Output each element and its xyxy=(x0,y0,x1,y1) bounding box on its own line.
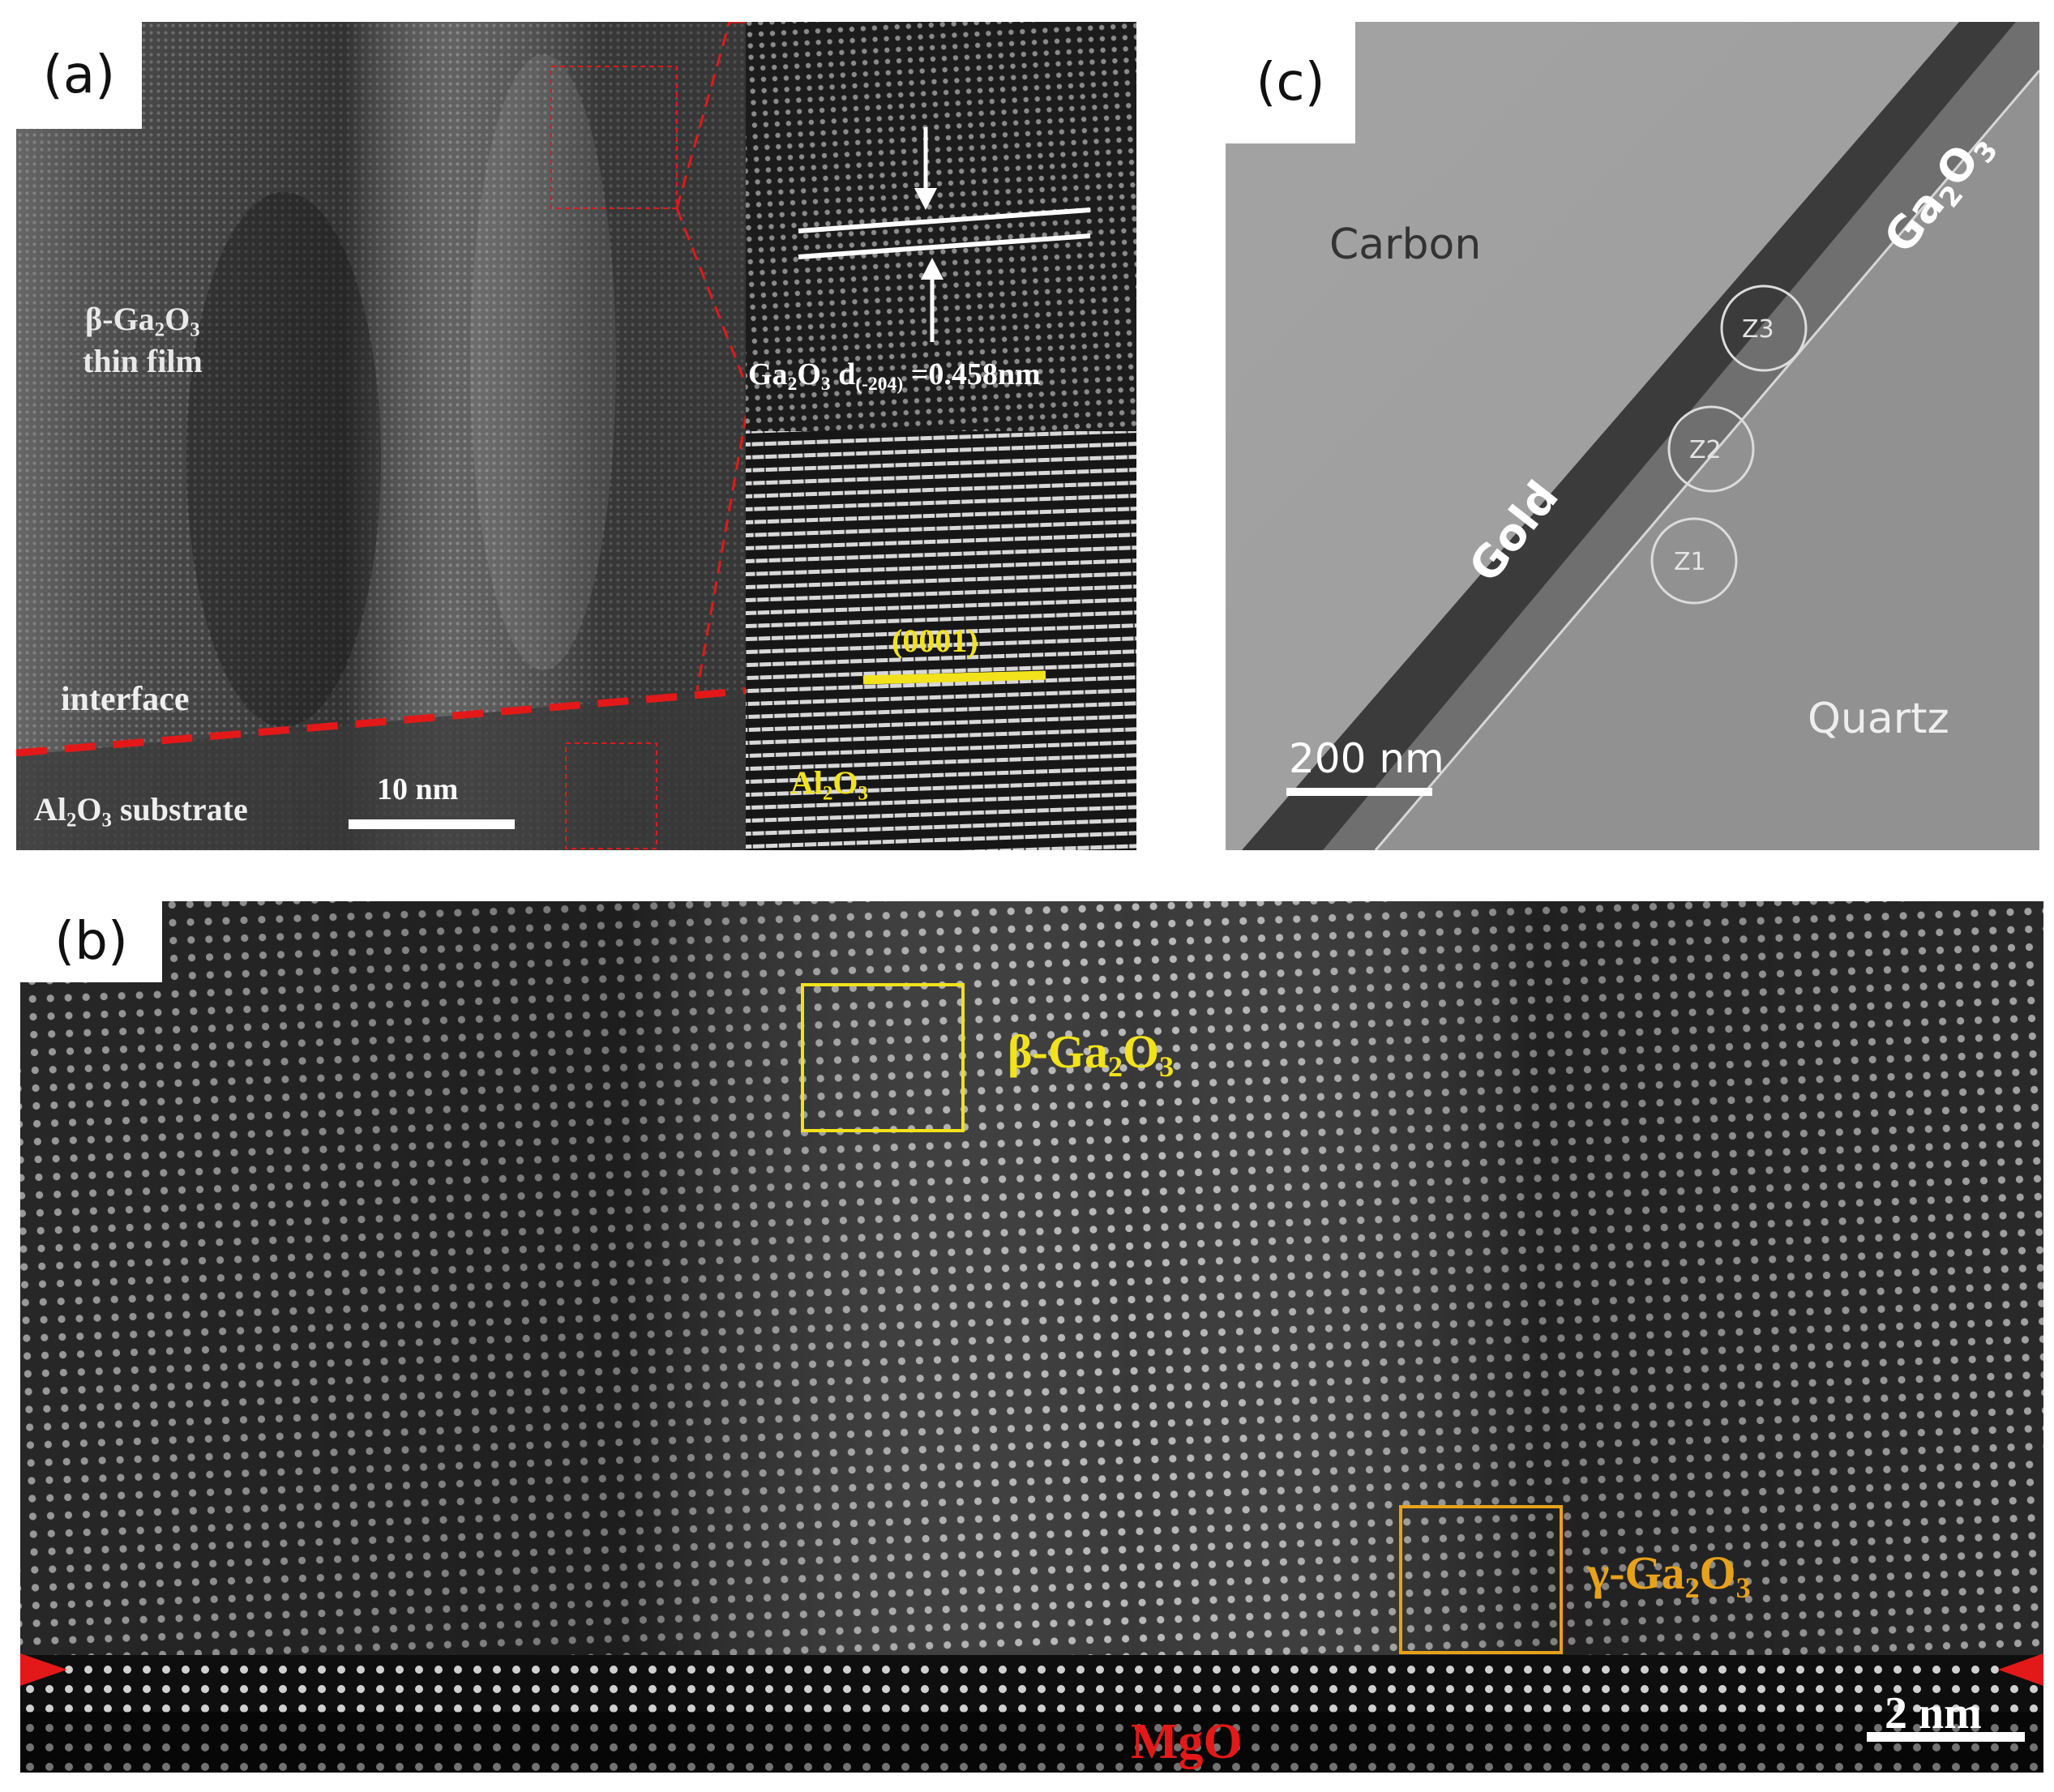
zoom-box-top xyxy=(550,66,678,209)
inset-al2o3 xyxy=(746,431,1136,850)
plane-bar xyxy=(862,670,1046,685)
zone-circle-z3 xyxy=(1720,284,1808,372)
zone-circle-z2 xyxy=(1667,405,1755,493)
zone-label-z1: Z1 xyxy=(1674,548,1706,576)
quartz-label: Quartz xyxy=(1808,695,1949,743)
panel-b-image xyxy=(20,901,2043,1773)
scale-bar-b xyxy=(1867,1732,2025,1742)
panel-c-tag: (c) xyxy=(1226,22,1355,143)
panel-b: (b) β-Ga2O3 γ-Ga2O3 MgO 2 nm xyxy=(20,901,2043,1773)
scale-bar-a-label: 10 nm xyxy=(377,772,459,806)
scale-bar-c xyxy=(1286,788,1432,796)
gamma-label: γ-Ga2O3 xyxy=(1587,1546,1751,1604)
interface-line xyxy=(16,686,751,757)
panel-c-image xyxy=(1226,22,2039,850)
lattice-line-2 xyxy=(798,233,1091,259)
zone-label-z2: Z2 xyxy=(1689,436,1722,464)
interface-label: interface xyxy=(61,681,190,718)
panel-a-tag: (a) xyxy=(16,22,142,129)
gold-layer xyxy=(1242,22,2016,850)
d-spacing-label: Ga2O3 d(-204) =0.458nm xyxy=(748,357,1041,396)
beta-region-box xyxy=(801,983,965,1132)
scale-bar-c-label: 200 nm xyxy=(1289,735,1444,782)
zone-label-z3: Z3 xyxy=(1742,315,1774,344)
zoom-box-bottom xyxy=(565,742,657,849)
lattice-line-1 xyxy=(798,207,1091,233)
gamma-region-box xyxy=(1399,1505,1563,1654)
panel-c: (c) Carbon Gold Ga2O3 Quartz Z3 Z2 Z1 20… xyxy=(1226,22,2039,850)
arrow-up-icon xyxy=(921,258,944,280)
interface-marker-right xyxy=(1998,1653,2043,1686)
scale-bar-a xyxy=(349,819,515,829)
interface-marker-left xyxy=(20,1653,67,1686)
panel-b-tag: (b) xyxy=(20,901,162,982)
inset-ga2o3 xyxy=(746,22,1136,431)
panel-a: (a) β-Ga2O3 thin film interface Al2O3 su… xyxy=(16,22,1136,850)
carbon-label: Carbon xyxy=(1329,220,1482,269)
ga2o3-layer xyxy=(1323,22,2039,850)
mgo-label: MgO xyxy=(1131,1714,1243,1769)
zone-circle-z1 xyxy=(1650,517,1738,605)
panel-a-image xyxy=(16,22,1136,850)
scale-bar-b-label: 2 nm xyxy=(1885,1688,1982,1739)
beta-label: β-Ga2O3 xyxy=(1008,1025,1175,1083)
arrow-down-icon xyxy=(914,188,937,210)
substrate-label: Al2O3 substrate xyxy=(34,791,248,832)
plane-label: (0001) xyxy=(892,622,978,659)
mgo-substrate xyxy=(20,1655,2043,1773)
inset-al2o3-label: Al2O3 xyxy=(790,764,868,805)
film-label: β-Ga2O3 thin film xyxy=(83,301,203,380)
